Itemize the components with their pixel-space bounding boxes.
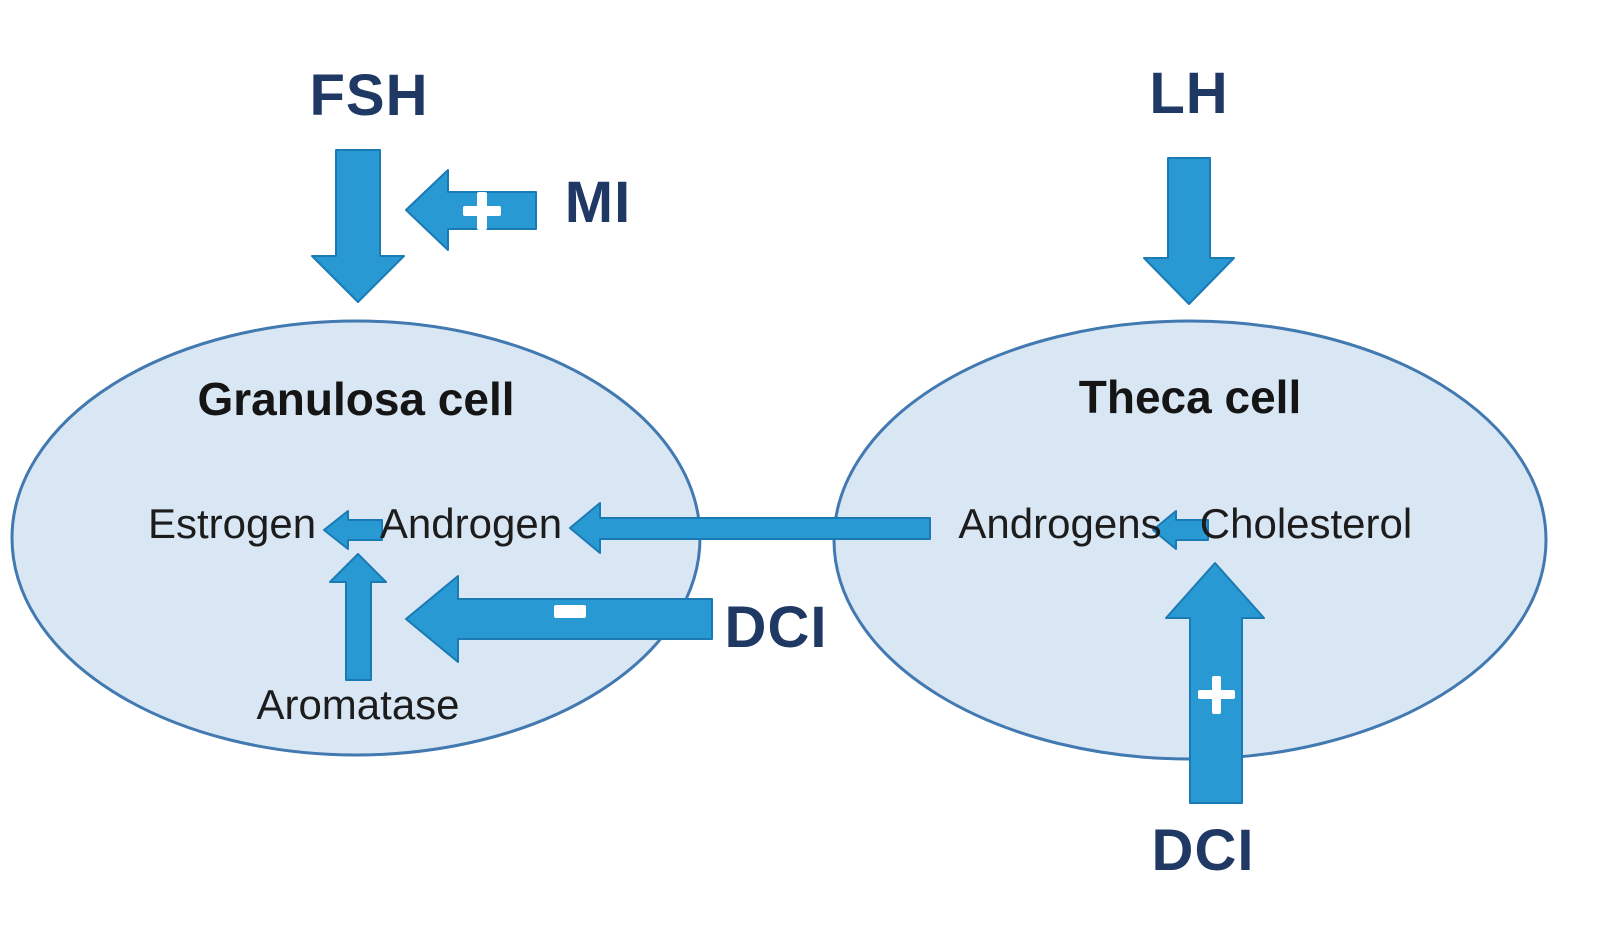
dci-granulosa-label: DCI bbox=[724, 595, 828, 660]
fsh-down-arrow-icon bbox=[311, 149, 405, 303]
cholesterol-to-androgens-arrow-icon bbox=[1152, 510, 1209, 550]
androgens-label: Androgens bbox=[958, 500, 1162, 547]
minus-sign bbox=[554, 605, 586, 618]
granulosa-cell-title: Granulosa cell bbox=[197, 373, 515, 425]
androgen-transfer-arrow-icon bbox=[569, 502, 931, 554]
mi-label: MI bbox=[564, 170, 632, 235]
dci-stimulation-arrow-icon bbox=[1165, 562, 1265, 804]
fsh-label: FSH bbox=[309, 63, 429, 128]
theca-cell-title: Theca cell bbox=[1078, 371, 1302, 423]
cholesterol-label: Cholesterol bbox=[1199, 500, 1413, 547]
plus-sign bbox=[1198, 676, 1235, 714]
mi-stimulation-arrow-icon bbox=[405, 169, 537, 251]
aromatase-up-arrow-icon bbox=[329, 553, 387, 681]
estrogen-label: Estrogen bbox=[147, 500, 317, 547]
plus-sign bbox=[463, 192, 501, 230]
androgen-label: Androgen bbox=[379, 500, 563, 547]
dci-inhibition-arrow-icon bbox=[405, 575, 713, 663]
lh-label: LH bbox=[1149, 61, 1229, 126]
androgen-to-estrogen-arrow-icon bbox=[323, 510, 383, 550]
dci-theca-label: DCI bbox=[1151, 818, 1255, 883]
aromatase-label: Aromatase bbox=[256, 681, 460, 728]
lh-down-arrow-icon bbox=[1143, 157, 1235, 305]
